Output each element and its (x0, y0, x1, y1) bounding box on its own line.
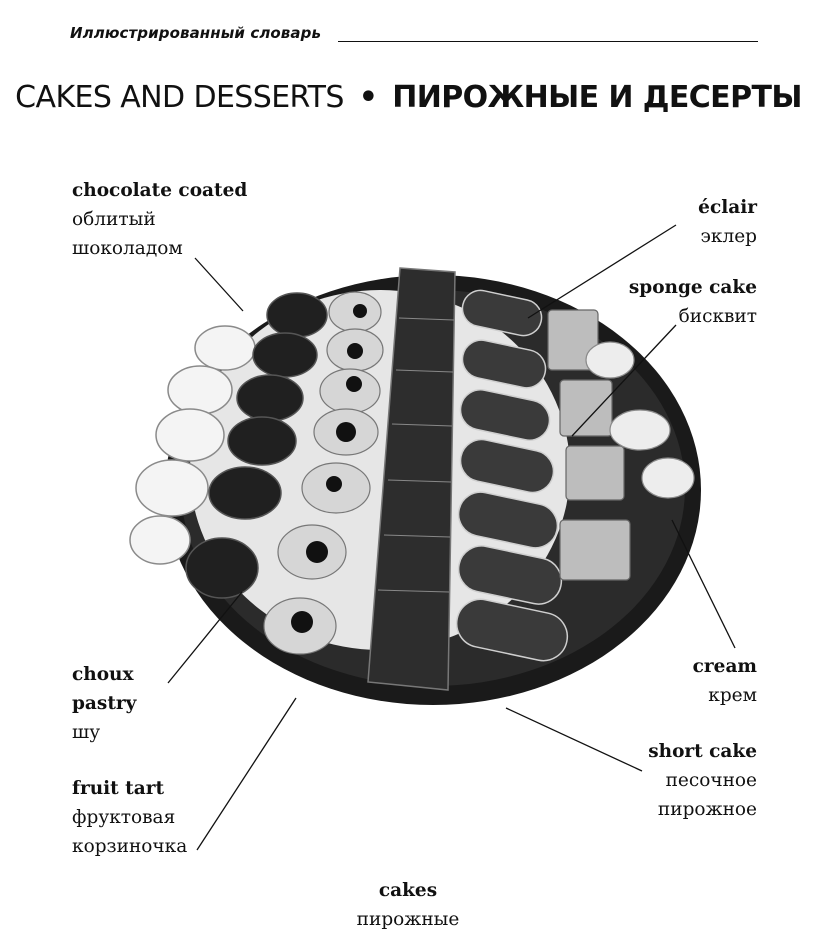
title-separator: • (358, 80, 378, 115)
label-cakes: cakes пирожные (308, 876, 508, 934)
label-en: pastry (72, 693, 137, 714)
label-en: cream (692, 656, 757, 677)
page-title: CAKES AND DESSERTS • ПИРОЖНЫЕ И ДЕСЕРТЫ (0, 80, 817, 115)
label-short-cake: short cake песочное пирожное (648, 737, 757, 824)
eclairs (455, 289, 569, 662)
fruit-tarts (263, 291, 384, 655)
short-cake-slices (377, 317, 455, 593)
label-ru: бисквит (678, 306, 757, 327)
label-ru: песочное (665, 770, 757, 791)
label-ru: пирожные (356, 909, 460, 930)
label-sponge-cake: sponge cake бисквит (629, 273, 757, 331)
label-en: chocolate coated (72, 180, 248, 201)
cream-swirls (585, 341, 695, 499)
label-ru: крем (708, 685, 757, 706)
label-en: cakes (378, 880, 438, 901)
running-head: Иллюстрированный словарь (70, 24, 758, 46)
title-english: CAKES AND DESSERTS (15, 80, 344, 115)
label-eclair: éclair эклер (698, 193, 757, 251)
label-choux-pastry: choux pastry шу (72, 660, 136, 747)
label-ru: шоколадом (72, 238, 183, 259)
label-ru: облитый (72, 209, 156, 230)
label-en: short cake (648, 741, 757, 762)
leader-lines (167, 224, 736, 851)
short-cake-strip (367, 267, 456, 691)
running-head-text: Иллюстрированный словарь (70, 24, 322, 42)
label-fruit-tart: fruit tart фруктовая корзиночка (72, 774, 187, 861)
label-ru: пирожное (657, 799, 757, 820)
label-en: fruit tart (72, 778, 164, 799)
title-russian: ПИРОЖНЫЕ И ДЕСЕРТЫ (392, 80, 802, 115)
label-ru: корзиночка (72, 836, 188, 857)
label-ru: шу (72, 722, 101, 743)
sponge-cakes (547, 309, 631, 581)
label-en: éclair (698, 197, 757, 218)
label-chocolate-coated: chocolate coated облитый шоколадом (72, 176, 247, 263)
label-ru: фруктовая (72, 807, 176, 828)
label-en: choux (72, 664, 134, 685)
running-head-rule (338, 41, 758, 42)
label-cream: cream крем (693, 652, 757, 710)
cream-puffs (129, 325, 256, 565)
chocolate-choux (185, 292, 328, 599)
label-en: sponge cake (628, 277, 757, 298)
label-ru: эклер (700, 226, 757, 247)
